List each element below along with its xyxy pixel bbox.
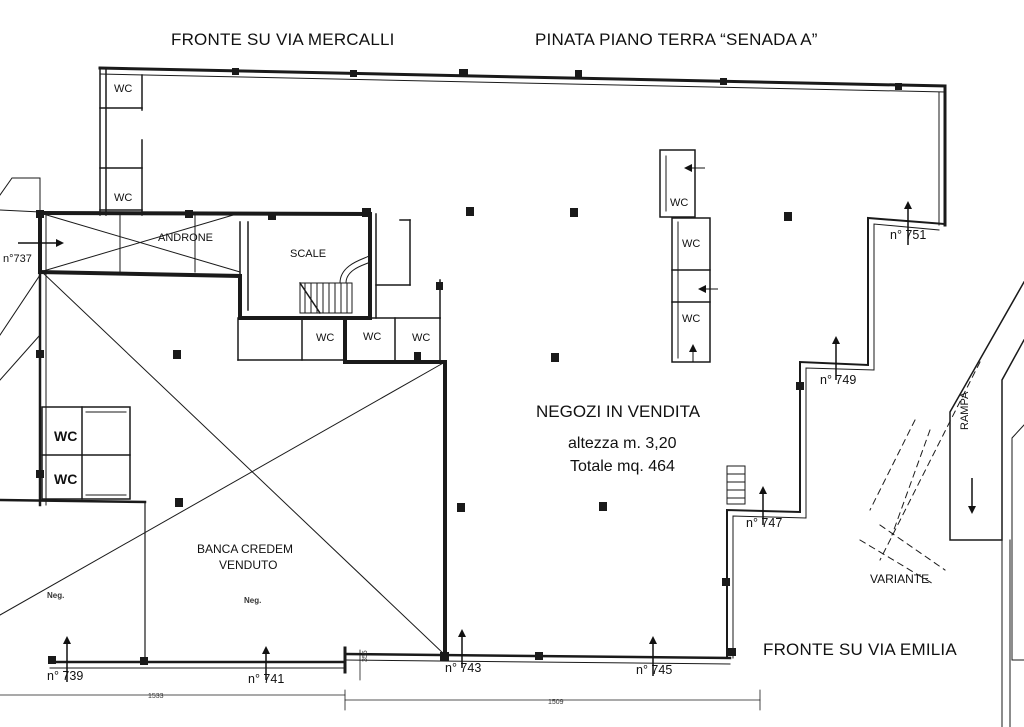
shop-total: Totale mq. 464: [570, 458, 675, 475]
room-label-wc: WC: [54, 428, 78, 444]
wall-top: [98, 66, 947, 93]
room-label-wc: WC: [54, 471, 78, 487]
stair-right: [726, 465, 746, 505]
wall-right: [938, 84, 947, 227]
room-label-rampa: RAMPA: [959, 391, 971, 430]
wc-column-center: [659, 149, 711, 363]
front-top-title: FRONTE SU VIA MERCALLI: [171, 30, 395, 49]
stair: [298, 254, 371, 315]
variante-lines: [859, 361, 981, 586]
wc-block-left: [41, 406, 131, 500]
room-label-wc: WC: [114, 192, 133, 204]
ramp: [949, 280, 1024, 727]
entrance-number-751: n° 751: [890, 228, 927, 242]
room-label-wc: WC: [363, 331, 382, 343]
entrance-number-749: n° 749: [820, 373, 857, 387]
entrance-number-739: n° 739: [47, 669, 84, 683]
front-bottom-title: FRONTE SU VIA EMILIA: [763, 640, 957, 659]
room-label-wc: WC: [682, 238, 701, 250]
shop-title: NEGOZI IN VENDITA: [536, 402, 701, 421]
room-label-scale: SCALE: [290, 248, 327, 260]
dimension-label: 355: [362, 650, 369, 662]
entrance-number-741: n° 741: [248, 672, 285, 686]
entrance-number-737: n°737: [3, 253, 32, 265]
wall-stepped-facade: [726, 216, 947, 659]
wc-row-center-left: [237, 213, 447, 364]
neg-label: Neg.: [47, 591, 65, 600]
androne-outline: [37, 210, 372, 320]
room-label-wc: WC: [316, 332, 335, 344]
room-label-wc: WC: [114, 83, 133, 95]
room-label-variante: VARIANTE: [870, 572, 930, 586]
dimension-lines: [0, 649, 761, 711]
room-label-androne: ANDRONE: [158, 232, 214, 244]
bank-label: BANCA CREDEM: [197, 542, 294, 556]
pillars: [36, 68, 902, 665]
wc-column-top-left: [99, 67, 143, 216]
plan-title: PINATA PIANO TERRA “SENADA A”: [535, 30, 818, 49]
entrance-number-747: n° 747: [746, 516, 783, 530]
bank-area-lines: [0, 271, 447, 657]
exterior-lines-left: [0, 177, 41, 381]
wall-bottom: [48, 646, 732, 674]
bank-status: VENDUTO: [219, 558, 278, 572]
dimension-label: 1509: [548, 699, 564, 706]
entrance-number-745: n° 745: [636, 663, 673, 677]
dimension-label: 1533: [148, 693, 164, 700]
entrance-number-743: n° 743: [445, 661, 482, 675]
room-label-wc: WC: [412, 332, 431, 344]
shop-height: altezza m. 3,20: [568, 435, 677, 452]
neg-label: Neg.: [244, 596, 262, 605]
room-label-wc: WC: [670, 197, 689, 209]
entrance-arrows: [18, 164, 976, 682]
room-label-wc: WC: [682, 313, 701, 325]
